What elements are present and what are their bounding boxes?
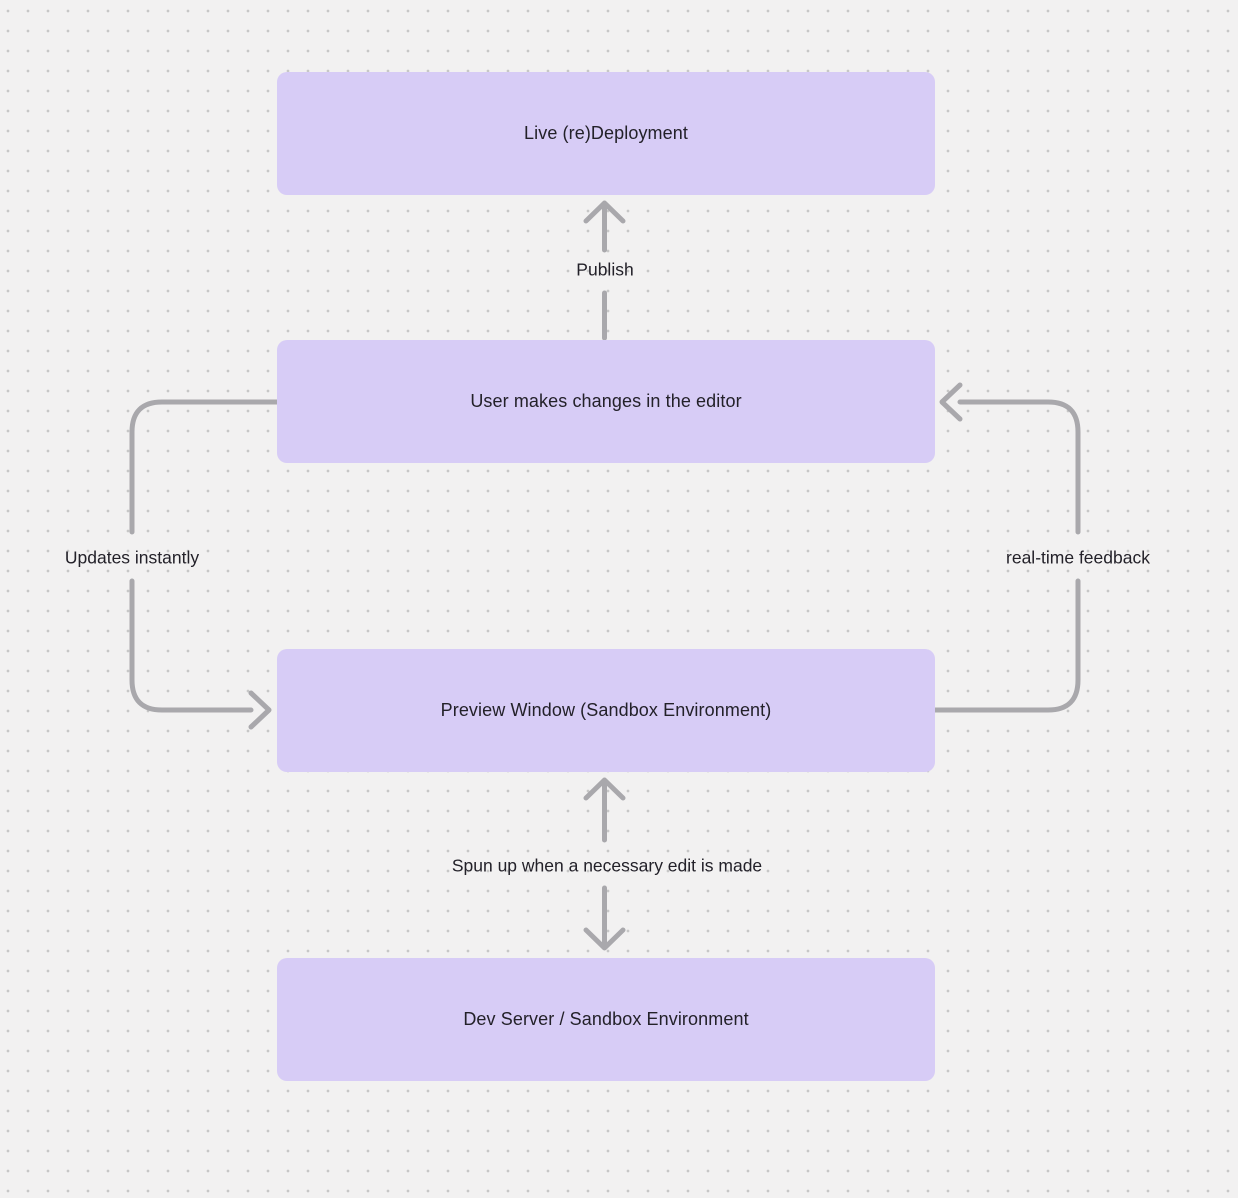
node-label: Dev Server / Sandbox Environment xyxy=(463,1009,749,1029)
edge-label-real-time-feedback: real-time feedback xyxy=(1006,547,1150,568)
feedback-line-lower xyxy=(932,578,1081,713)
updates-line-lower xyxy=(129,578,254,713)
edge-label-publish: Publish xyxy=(576,259,634,280)
node-label: Preview Window (Sandbox Environment) xyxy=(440,700,772,720)
edge-label-spun-up: Spun up when a necessary edit is made xyxy=(451,855,763,876)
node-dev-server: Dev Server / Sandbox Environment xyxy=(277,958,935,1081)
arrow-up-icon xyxy=(583,200,626,224)
node-label: Live (re)Deployment xyxy=(524,123,688,143)
node-live-redeployment: Live (re)Deployment xyxy=(277,72,935,195)
arrow-right-icon xyxy=(248,690,272,730)
edge-label-updates-instantly: Updates instantly xyxy=(64,547,200,568)
feedback-line-upper xyxy=(957,399,1081,535)
node-user-editor-changes: User makes changes in the editor xyxy=(277,340,935,463)
updates-line-upper xyxy=(129,399,280,535)
arrow-left-icon xyxy=(939,382,963,422)
node-label: User makes changes in the editor xyxy=(470,391,742,411)
arrow-up-icon xyxy=(583,777,626,801)
arrow-down-icon xyxy=(583,927,626,951)
node-preview-window: Preview Window (Sandbox Environment) xyxy=(277,649,935,772)
